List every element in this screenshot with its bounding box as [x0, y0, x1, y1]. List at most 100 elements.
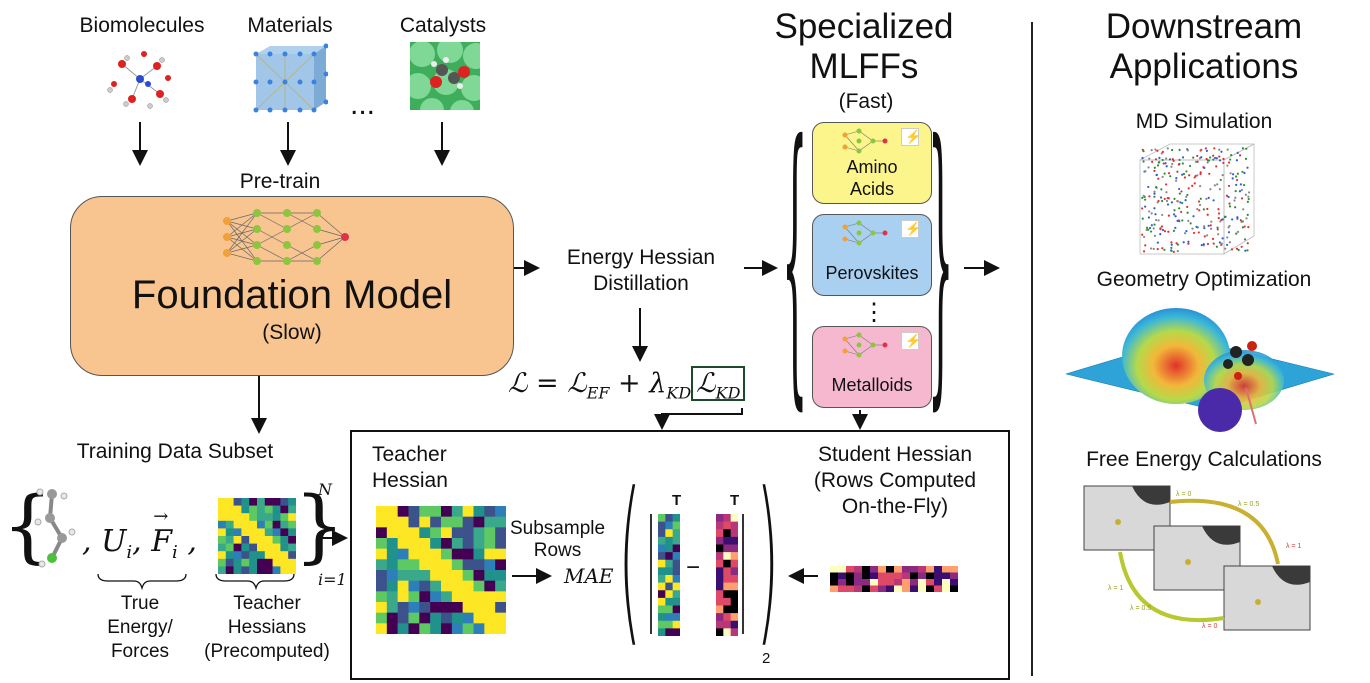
md-particle — [1210, 220, 1213, 223]
md-particle — [1230, 154, 1233, 157]
matrix-cell — [473, 591, 485, 603]
matrix-cell — [862, 566, 871, 573]
matrix-cell — [288, 536, 296, 544]
transpose-label-2: T — [730, 492, 740, 509]
md-particle — [1181, 156, 1185, 159]
matrix-cell — [665, 559, 673, 568]
matrix-cell — [484, 623, 496, 634]
matrix-cell — [665, 628, 673, 636]
matrix-cell — [473, 602, 485, 613]
md-particle — [1181, 219, 1184, 222]
md-particle — [1174, 215, 1177, 218]
right-brace: } — [928, 89, 954, 439]
matrix-cell — [484, 506, 496, 517]
matrix-cell — [430, 602, 442, 613]
matrix-cell — [451, 516, 463, 528]
student-hessian-rows — [830, 566, 958, 592]
label-catalysts: Catalysts — [399, 14, 487, 37]
matrix-cell — [264, 513, 273, 522]
matrix-cell — [257, 513, 266, 522]
teacher-hessian-thumb — [218, 498, 296, 574]
matrix-cell — [902, 572, 911, 580]
matrix-cell — [218, 551, 227, 560]
md-particle — [1176, 250, 1179, 253]
matrix-cell — [397, 612, 409, 624]
md-particle — [1173, 209, 1176, 212]
md-particle — [1212, 154, 1215, 157]
matrix-cell — [672, 567, 680, 576]
matrix-cell — [730, 514, 738, 522]
loss-ef-sub: EF — [586, 383, 610, 403]
matrix-cell — [241, 566, 250, 574]
md-particle — [1227, 195, 1230, 199]
matrix-cell — [723, 575, 731, 583]
md-particle — [1226, 236, 1229, 239]
md-particle — [1186, 205, 1189, 209]
matrix-cell — [430, 516, 442, 528]
md-particle — [1239, 183, 1243, 186]
matrix-cell — [419, 591, 431, 603]
materials-image — [253, 43, 328, 113]
matrix-cell — [730, 575, 738, 583]
matrix-cell — [854, 566, 863, 573]
matrix-cell — [430, 591, 442, 603]
matrix-cell — [218, 543, 227, 552]
free-energy-image: λ = 0 λ = 0.5 λ = 1 λ = 1 λ = 0.5 λ = 0 — [1083, 485, 1311, 631]
md-particle — [1153, 223, 1156, 226]
matrix-cell — [658, 514, 666, 522]
matrix-cell — [408, 559, 420, 571]
matrix-cell — [386, 559, 398, 571]
md-particle — [1166, 197, 1169, 200]
md-particle — [1163, 248, 1166, 251]
md-particle — [1147, 216, 1151, 219]
md-particle — [1143, 235, 1146, 239]
matrix-cell — [658, 536, 666, 545]
matrix-cell — [441, 591, 453, 603]
md-particle — [1170, 165, 1173, 168]
matrix-cell — [484, 612, 496, 624]
matrix-cell — [658, 628, 666, 636]
matrix-cell — [730, 582, 738, 591]
matrix-cell — [218, 528, 227, 537]
md-particle — [1170, 249, 1173, 252]
downstream-title-2: Applications — [1109, 47, 1299, 86]
matrix-cell — [408, 506, 420, 517]
matrix-cell — [495, 570, 506, 581]
md-particle — [1166, 147, 1169, 150]
md-particle — [1197, 231, 1200, 234]
matrix-cell — [272, 536, 281, 544]
md-particle — [1144, 198, 1147, 201]
matrix-cell — [288, 558, 296, 567]
matrix-cell — [723, 559, 731, 568]
md-particle — [1239, 219, 1242, 222]
md-particle — [1161, 228, 1165, 232]
md-particle — [1178, 192, 1181, 195]
training-left-brace: { — [2, 479, 53, 572]
md-particle — [1235, 183, 1238, 186]
subsample-label-2: Rows — [533, 540, 582, 561]
md-particle — [1227, 161, 1231, 164]
md-particle — [1180, 210, 1183, 214]
md-particle — [1227, 226, 1230, 229]
matrix-cell — [397, 559, 409, 571]
md-particle — [1183, 232, 1187, 235]
matrix-cell — [886, 585, 895, 592]
matrix-cell — [926, 579, 935, 586]
matrix-cell — [716, 514, 724, 522]
matrix-cell — [910, 572, 919, 580]
md-particle — [1227, 184, 1231, 188]
md-particle — [1208, 172, 1211, 175]
matrix-cell — [376, 506, 388, 517]
md-particle — [1226, 243, 1229, 247]
matrix-cell — [658, 567, 666, 576]
matrix-cell — [462, 548, 474, 560]
matrix-cell — [249, 528, 258, 537]
matrix-cell — [233, 505, 242, 514]
md-particle — [1177, 163, 1181, 166]
matrix-cell — [397, 506, 409, 517]
md-particle — [1152, 227, 1155, 230]
md-particle — [1244, 157, 1248, 161]
matrix-cell — [862, 572, 871, 580]
md-particle — [1161, 199, 1164, 203]
teacher-hessian-title-1: Teacher — [372, 443, 447, 466]
